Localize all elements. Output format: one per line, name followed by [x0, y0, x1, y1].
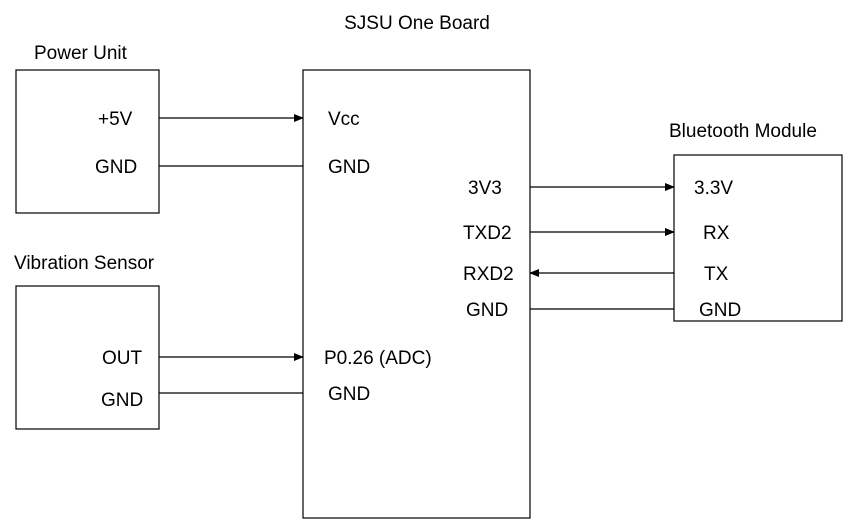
power-unit-gnd-label: GND: [95, 157, 137, 178]
bt-tx-label: TX: [704, 264, 729, 285]
power-unit-5v-label: +5V: [98, 109, 133, 130]
bt-rx-label: RX: [703, 223, 730, 244]
board-p026-label: P0.26 (ADC): [324, 348, 432, 369]
board-txd2-label: TXD2: [463, 223, 512, 244]
board-gnd-power-label: GND: [328, 157, 370, 178]
bluetooth-module-box: [673, 154, 843, 322]
board-gnd-sensor-label: GND: [328, 384, 370, 405]
main-board-box: [302, 69, 531, 519]
vibration-sensor-title: Vibration Sensor: [14, 253, 155, 274]
board-gnd-bt-label: GND: [466, 300, 508, 321]
main-board-title: SJSU One Board: [344, 13, 490, 34]
vibration-sensor-box: [15, 285, 160, 430]
power-unit-box: [15, 69, 160, 214]
bluetooth-module-title: Bluetooth Module: [669, 121, 817, 142]
sensor-out-label: OUT: [102, 348, 143, 369]
board-3v3-label: 3V3: [468, 178, 502, 199]
bt-gnd-label: GND: [699, 300, 741, 321]
power-unit-title: Power Unit: [34, 43, 128, 64]
bt-33v-label: 3.3V: [694, 178, 733, 199]
board-rxd2-label: RXD2: [463, 264, 514, 285]
sensor-gnd-label: GND: [101, 390, 143, 411]
board-vcc-label: Vcc: [328, 109, 360, 130]
